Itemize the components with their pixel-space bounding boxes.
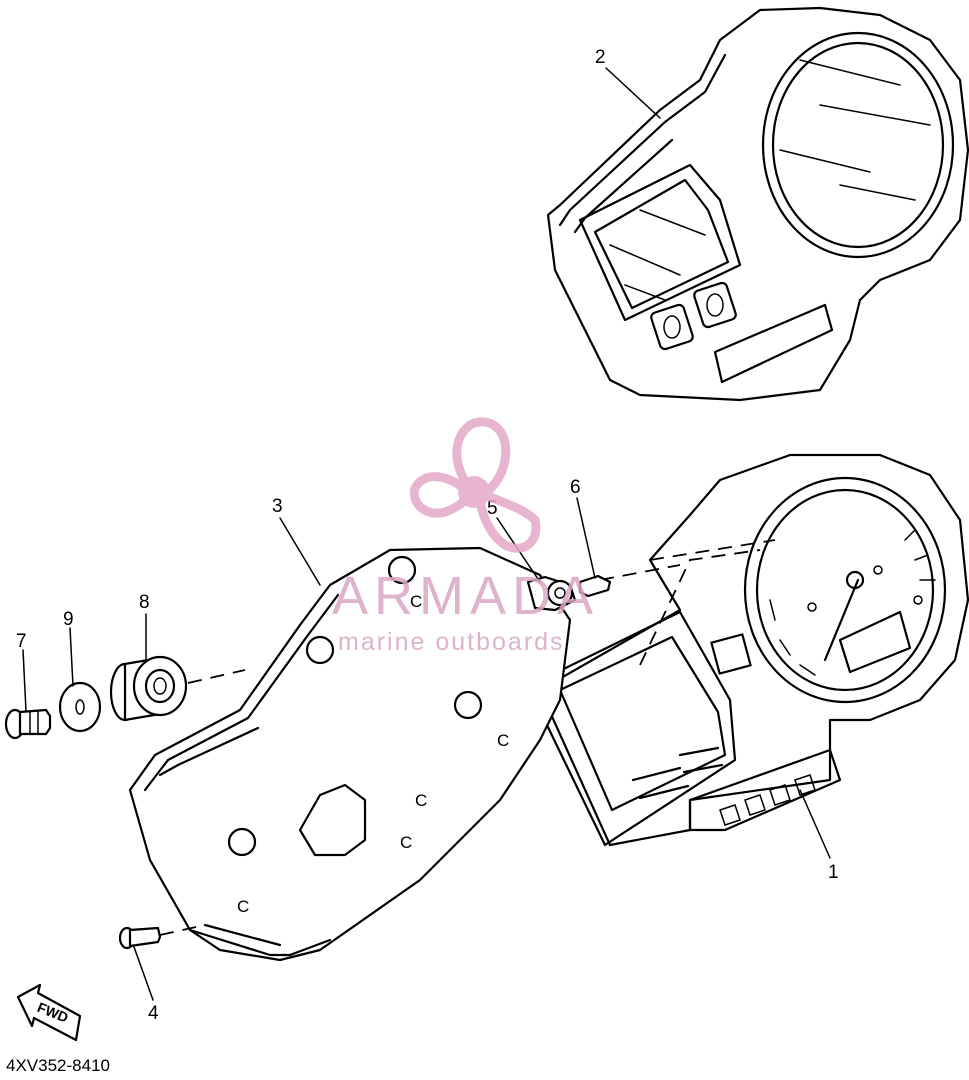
grommet-part-8 bbox=[109, 655, 188, 722]
propeller-logo-icon bbox=[409, 417, 541, 553]
callout-5: 5 bbox=[487, 498, 498, 519]
panel-mark: C bbox=[415, 791, 427, 810]
callout-6: 6 bbox=[570, 477, 581, 498]
panel-mark: C bbox=[400, 833, 412, 852]
washer-part-9 bbox=[58, 681, 102, 733]
callout-2: 2 bbox=[595, 47, 606, 68]
callout-7: 7 bbox=[16, 631, 27, 652]
meter-assembly-part-1 bbox=[528, 453, 969, 847]
meter-case-part-3: C C C C C bbox=[128, 546, 572, 962]
callout-8: 8 bbox=[139, 592, 150, 613]
bulb-part-6 bbox=[578, 574, 612, 598]
bulb-socket-part-5 bbox=[526, 575, 577, 612]
bolt-part-7 bbox=[4, 708, 52, 740]
watermark: ARMADA marine outboards bbox=[332, 417, 599, 656]
watermark-brand: ARMADA bbox=[332, 566, 599, 626]
callout-4: 4 bbox=[148, 1003, 159, 1024]
meter-cover-part-2 bbox=[546, 6, 969, 402]
panel-mark: C bbox=[410, 592, 422, 611]
watermark-tagline: marine outboards bbox=[338, 628, 565, 656]
callout-9: 9 bbox=[63, 609, 74, 630]
callout-3: 3 bbox=[272, 496, 283, 517]
panel-mark: C bbox=[237, 897, 249, 916]
part-code: 4XV352-8410 bbox=[6, 1056, 110, 1075]
panel-mark: C bbox=[497, 731, 509, 750]
screw-part-4 bbox=[118, 926, 162, 950]
callout-1: 1 bbox=[828, 862, 839, 883]
forward-arrow-icon: FWD bbox=[16, 983, 82, 1042]
